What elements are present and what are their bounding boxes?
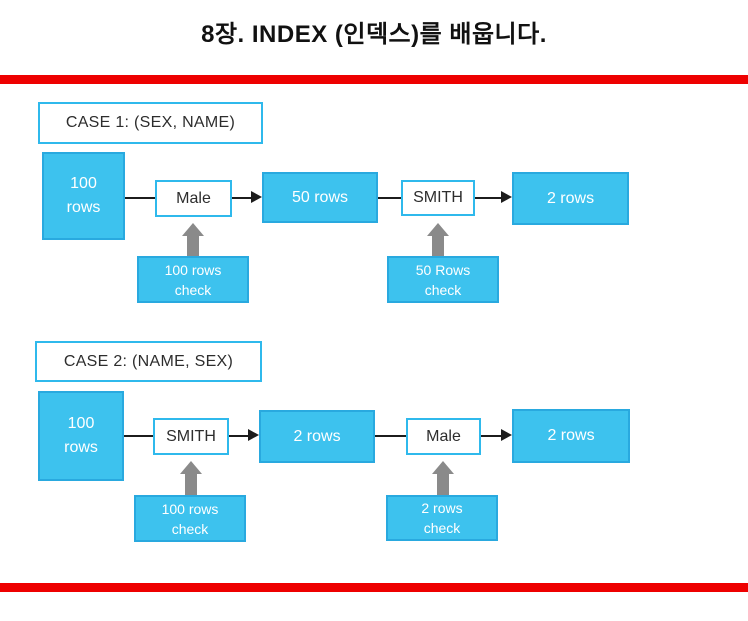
up-arrow-stem xyxy=(187,236,199,257)
case1-check2-line2: check xyxy=(424,281,462,298)
case1-check2-node: 50 Rows check xyxy=(387,256,499,303)
page-title: 8장. INDEX (인덱스)를 배웁니다. xyxy=(201,21,547,48)
right-arrowhead-icon xyxy=(501,429,512,441)
case1-check2-line1: 50 Rows xyxy=(415,261,471,278)
up-arrow-stem xyxy=(432,236,444,257)
up-arrow-icon xyxy=(182,223,204,257)
case1-connector-2 xyxy=(232,197,252,199)
case1-connector-4 xyxy=(475,197,502,199)
case1-result2-node: 2 rows xyxy=(512,172,629,225)
case1-filter1-node: Male xyxy=(155,180,232,217)
case2-connector-4 xyxy=(481,435,501,437)
case2-start-line1: 100 xyxy=(67,415,95,432)
right-arrowhead-icon xyxy=(501,191,512,203)
case2-connector-3 xyxy=(375,435,406,437)
top-divider xyxy=(0,75,748,84)
up-arrow-head xyxy=(427,223,449,236)
case1-label: CASE 1: (SEX, NAME) xyxy=(38,102,263,144)
case2-start-line2: rows xyxy=(64,439,98,456)
case1-start-line2: rows xyxy=(66,199,101,216)
up-arrow-head xyxy=(180,461,202,474)
case1-connector-1 xyxy=(125,197,155,199)
right-arrowhead-icon xyxy=(251,191,262,203)
case1-start-line1: 100 xyxy=(70,175,97,192)
up-arrow-icon xyxy=(427,223,449,257)
up-arrow-icon xyxy=(180,461,202,495)
case1-result1-node: 50 rows xyxy=(262,172,378,223)
case1-start-node: 100 rows xyxy=(42,152,125,240)
case1-filter2-node: SMITH xyxy=(401,180,475,216)
case2-start-node: 100 rows xyxy=(38,391,124,481)
up-arrow-icon xyxy=(432,461,454,495)
up-arrow-stem xyxy=(185,474,197,495)
case2-check2-node: 2 rows check xyxy=(386,495,498,541)
case2-label: CASE 2: (NAME, SEX) xyxy=(35,341,262,382)
case1-check1-node: 100 rows check xyxy=(137,256,249,303)
case2-result1-node: 2 rows xyxy=(259,410,375,463)
case1-connector-3 xyxy=(378,197,401,199)
bottom-divider xyxy=(0,583,748,592)
case1-check1-line2: check xyxy=(174,281,212,298)
case1-check1-line1: 100 rows xyxy=(164,261,222,278)
up-arrow-head xyxy=(432,461,454,474)
case2-filter2-node: Male xyxy=(406,418,481,455)
case2-check2-line1: 2 rows xyxy=(421,500,463,516)
case2-check1-line1: 100 rows xyxy=(161,500,219,517)
up-arrow-stem xyxy=(437,474,449,495)
case2-result2-node: 2 rows xyxy=(512,409,630,463)
up-arrow-head xyxy=(182,223,204,236)
case2-check2-line2: check xyxy=(423,520,461,536)
case2-connector-2 xyxy=(229,435,248,437)
case2-check1-node: 100 rows check xyxy=(134,495,246,542)
case2-check1-line2: check xyxy=(171,520,209,537)
right-arrowhead-icon xyxy=(248,429,259,441)
case2-connector-1 xyxy=(124,435,153,437)
case2-filter1-node: SMITH xyxy=(153,418,229,455)
